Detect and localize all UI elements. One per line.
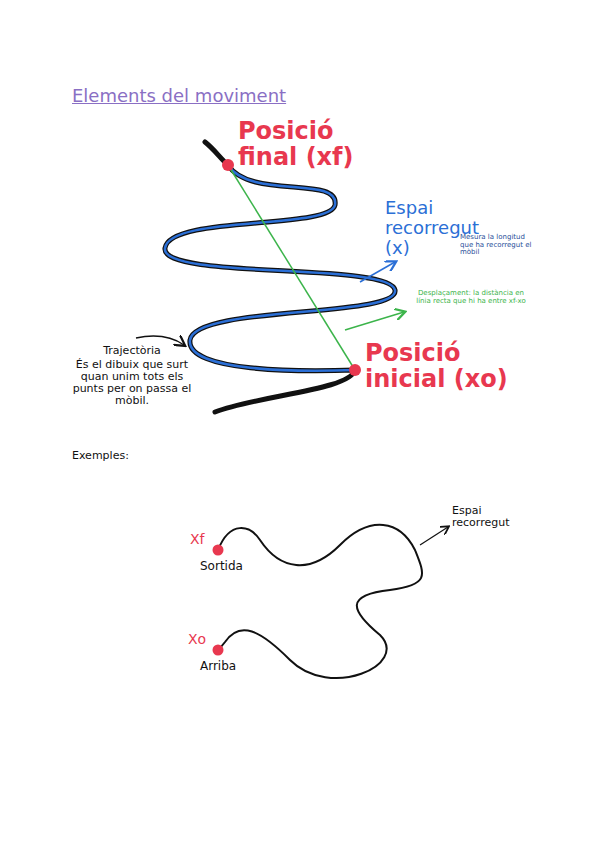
final-position-dot xyxy=(222,159,234,171)
position-label: Xo xyxy=(188,632,206,647)
term-heading: Trajectòria xyxy=(72,345,192,357)
point-label: Sortida xyxy=(200,560,243,573)
leader-arrow xyxy=(420,527,448,545)
end-dot xyxy=(213,645,224,656)
position-label: Posició inicial (xo) xyxy=(365,340,540,393)
trajectory-line xyxy=(165,142,395,412)
start-dot xyxy=(213,545,224,556)
example-trajectory xyxy=(218,525,422,678)
position-label: Posició final (xf) xyxy=(238,118,378,171)
note: Desplaçament: la distància en línia rect… xyxy=(410,290,532,305)
note: Mesura la longitud que ha recorregut el … xyxy=(460,234,532,257)
distance-path xyxy=(165,165,395,371)
leader-arrow xyxy=(345,312,404,330)
displacement-line xyxy=(228,165,355,370)
definition: És el dibuix que surt quan unim tots els… xyxy=(72,359,192,407)
section-heading: Exemples: xyxy=(72,450,129,462)
leader-arrow xyxy=(360,262,395,282)
leader-arrow xyxy=(136,336,184,345)
position-label: Xf xyxy=(190,532,205,547)
point-label: Arriba xyxy=(200,660,236,673)
distance-label: Espai recorregut xyxy=(452,505,532,529)
page-title: Elements del moviment xyxy=(72,86,286,106)
initial-position-dot xyxy=(349,364,361,376)
